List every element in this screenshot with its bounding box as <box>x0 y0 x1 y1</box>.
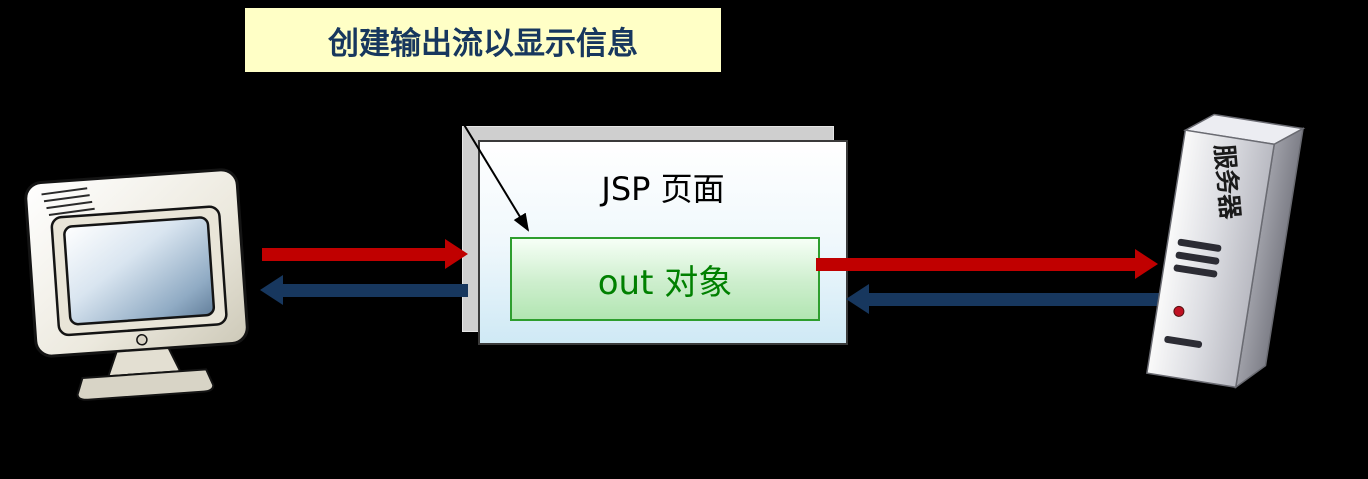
leader-line <box>431 71 530 232</box>
jsp-page-title: JSP 页面 <box>601 170 725 208</box>
arrow-head-left-icon <box>260 275 283 305</box>
out-object-label: out 对象 <box>597 262 733 303</box>
monitor-power-button <box>136 334 148 346</box>
monitor-screen <box>63 216 216 326</box>
arrow-shaft <box>283 283 468 297</box>
monitor-base <box>76 368 215 401</box>
response-arrow-jsp-to-client <box>260 275 468 305</box>
server-tower-icon: 服务器 <box>1146 113 1306 389</box>
callout-leader-arrow <box>431 71 530 232</box>
monitor-vents <box>41 187 95 216</box>
request-arrow-jsp-to-server <box>816 249 1158 279</box>
arrow-shaft <box>816 257 1135 271</box>
server-label: 服务器 <box>1209 143 1245 221</box>
arrow-head-left-icon <box>846 284 869 314</box>
arrow-head-right-icon <box>445 239 468 269</box>
callout-box: 创建输出流以显示信息 <box>245 8 721 72</box>
callout-text: 创建输出流以显示信息 <box>328 25 638 62</box>
arrow-shaft <box>869 292 1162 306</box>
jsp-page-panel: JSP 页面 out 对象 <box>478 140 848 345</box>
server-power-led <box>1173 305 1185 317</box>
out-object-box: out 对象 <box>510 237 820 321</box>
arrow-shaft <box>262 247 445 261</box>
response-arrow-server-to-jsp <box>846 284 1162 314</box>
arrow-head-right-icon <box>1135 249 1158 279</box>
server-vent-slots <box>1164 238 1222 348</box>
request-arrow-client-to-jsp <box>262 239 468 269</box>
client-monitor-icon <box>24 168 249 401</box>
